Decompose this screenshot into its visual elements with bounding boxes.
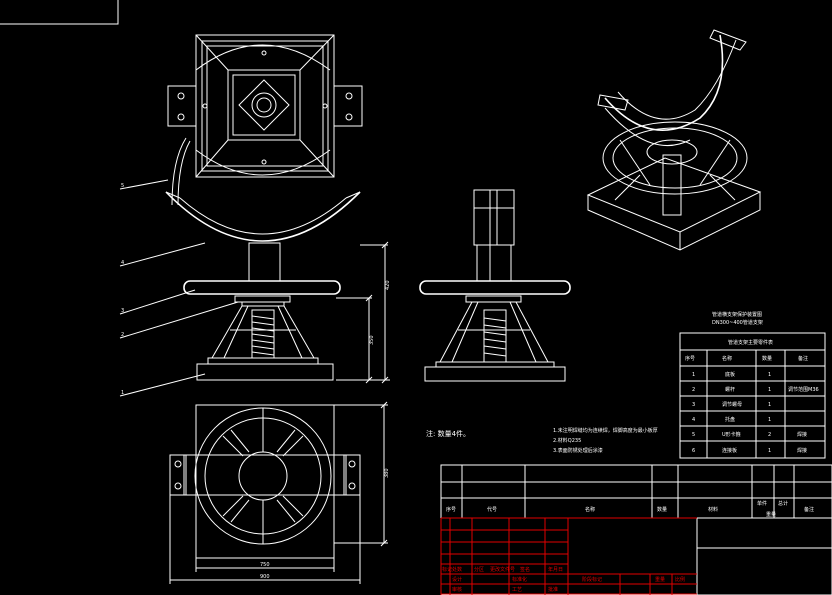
title-block: 序号 代号 名称 数量 材料 单件 总计 重量 备注 标记 处数 分区 更改文件… xyxy=(440,464,832,595)
dim-plan-width-outer: 900 xyxy=(260,574,270,580)
parts-row-5-note: 焊接 xyxy=(797,431,807,438)
tb-label-process: 工艺 xyxy=(512,587,522,593)
parts-row-1-name: 底板 xyxy=(725,371,735,378)
tech-req-2: 2.材料Q235 xyxy=(553,437,581,444)
tb-label-standard: 标准化 xyxy=(512,576,527,583)
tb-label-review: 审核 xyxy=(452,586,462,593)
parts-row-3-no: 3 xyxy=(692,402,695,408)
dim-plan-height: 380 xyxy=(384,468,390,478)
tb-label-date: 年月日 xyxy=(548,566,563,573)
front-elevation xyxy=(165,191,361,381)
tb-label-count: 处数 xyxy=(452,566,462,573)
tb-label-zone: 分区 xyxy=(474,566,484,573)
dim-plan-width-inner: 750 xyxy=(260,562,270,568)
parts-header-note: 备注 xyxy=(798,355,808,362)
parts-header-qty: 数量 xyxy=(762,355,772,362)
tb-label-weight: 重量 xyxy=(655,576,665,583)
isometric-view xyxy=(586,29,762,251)
parts-table-title: 管道支架主要零件表 xyxy=(728,339,773,346)
tb-header-name: 名称 xyxy=(585,506,595,513)
tb-header-unit: 单件 xyxy=(757,500,767,507)
drawing-title-line1: 管道横支架保护装置图 xyxy=(712,311,762,318)
parts-row-1-no: 1 xyxy=(692,372,695,378)
parts-header-no: 序号 xyxy=(685,355,695,362)
parts-row-4-name: 托盘 xyxy=(725,416,735,423)
tb-label-scale: 比例 xyxy=(675,576,685,583)
parts-row-6-name: 连接板 xyxy=(722,447,737,454)
parts-row-2-qty: 1 xyxy=(768,387,771,393)
parts-row-2-name: 螺杆 xyxy=(725,386,735,393)
parts-row-6-note: 焊接 xyxy=(797,447,807,454)
parts-row-5-qty: 2 xyxy=(768,432,771,438)
parts-row-6-qty: 1 xyxy=(768,448,771,454)
parts-row-5-no: 5 xyxy=(692,432,695,438)
part-label-3: 3 xyxy=(121,308,124,314)
parts-row-2-no: 2 xyxy=(692,387,695,393)
tb-header-remark: 备注 xyxy=(804,506,814,513)
parts-row-3-qty: 1 xyxy=(768,402,771,408)
parts-row-2-note: 调节范围M36 xyxy=(788,386,819,393)
part-label-4: 4 xyxy=(121,260,124,266)
parts-row-1-qty: 1 xyxy=(768,372,771,378)
tb-header-total: 总计 xyxy=(778,500,788,507)
drawing-title-line2: DN300~400管道支架 xyxy=(712,319,763,326)
parts-row-6-no: 6 xyxy=(692,448,695,454)
tech-req-1: 1.未注明焊缝均为连续焊，焊脚高度为最小板厚 xyxy=(553,427,658,434)
tb-header-weight: 重量 xyxy=(766,511,776,518)
tb-label-doc: 更改文件号 xyxy=(490,566,515,573)
tb-header-material: 材料 xyxy=(708,506,718,513)
front-dimensions: 420 350 xyxy=(336,241,391,384)
corner-frame xyxy=(0,0,119,25)
tb-label-mark: 标记 xyxy=(442,566,452,573)
dim-base-height: 350 xyxy=(369,335,375,345)
tb-label-stage: 阶段标记 xyxy=(582,576,602,583)
dim-total-height: 420 xyxy=(385,280,391,290)
tb-header-no: 序号 xyxy=(446,506,456,513)
top-plan-view xyxy=(167,34,363,206)
note-quantity: 注: 数量4件。 xyxy=(426,429,470,438)
part-label-2: 2 xyxy=(121,332,124,338)
part-leaders: 5 4 3 2 1 xyxy=(119,179,239,397)
tb-header-code: 代号 xyxy=(487,506,497,513)
side-elevation xyxy=(419,189,571,382)
parts-row-4-no: 4 xyxy=(692,417,695,423)
parts-row-4-qty: 1 xyxy=(768,417,771,423)
plan-dimensions: 380 750 900 xyxy=(169,401,390,584)
spring-coil xyxy=(251,315,275,356)
tb-label-approve: 批准 xyxy=(548,586,558,593)
tech-req-3: 3.表面防锈处理后涂漆 xyxy=(553,447,603,454)
tb-label-sign: 签名 xyxy=(520,566,530,573)
parts-header-name: 名称 xyxy=(722,355,732,362)
parts-table: 管道支架主要零件表 序号 名称 数量 备注 1 底板 1 2 螺杆 1 调节范围… xyxy=(679,332,826,459)
tb-header-qty: 数量 xyxy=(657,506,667,513)
parts-row-3-name: 调节螺母 xyxy=(722,401,742,408)
part-label-1: 1 xyxy=(121,390,124,396)
tb-label-design: 设计 xyxy=(452,576,462,583)
bottom-plan-view xyxy=(169,404,361,559)
part-label-5: 5 xyxy=(121,183,124,189)
parts-row-5-name: U形卡箍 xyxy=(722,431,741,438)
